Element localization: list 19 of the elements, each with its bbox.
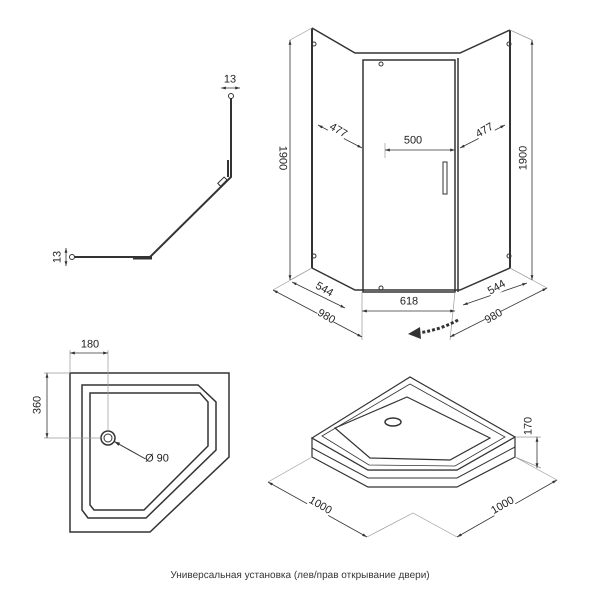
dimension-label: 618	[400, 296, 418, 308]
drain-hole	[100, 430, 116, 446]
dimension-label: 500	[404, 136, 422, 146]
dimension-label: 1900	[276, 146, 288, 170]
dimension-label: Ø 90	[145, 454, 169, 464]
dimension-label: 360	[32, 396, 44, 414]
dimension-label: 544	[313, 280, 335, 300]
dimension-label: 180	[80, 340, 100, 350]
dimension-label: 477	[327, 122, 349, 140]
leader-arrow	[114, 440, 146, 460]
dimension-label: 13	[52, 250, 64, 264]
dimension-label: 170	[524, 416, 534, 436]
dimension-label: 13	[224, 74, 236, 86]
caption: Универсальная установка (лев/прав открывание двери)	[169, 570, 431, 581]
dimension-label: 1900	[518, 146, 530, 170]
dimension-label: 477	[474, 122, 496, 140]
dimension-label: 1000	[490, 495, 516, 517]
dimension-label: 1000	[306, 495, 334, 517]
dimension-label: 544	[486, 278, 508, 298]
